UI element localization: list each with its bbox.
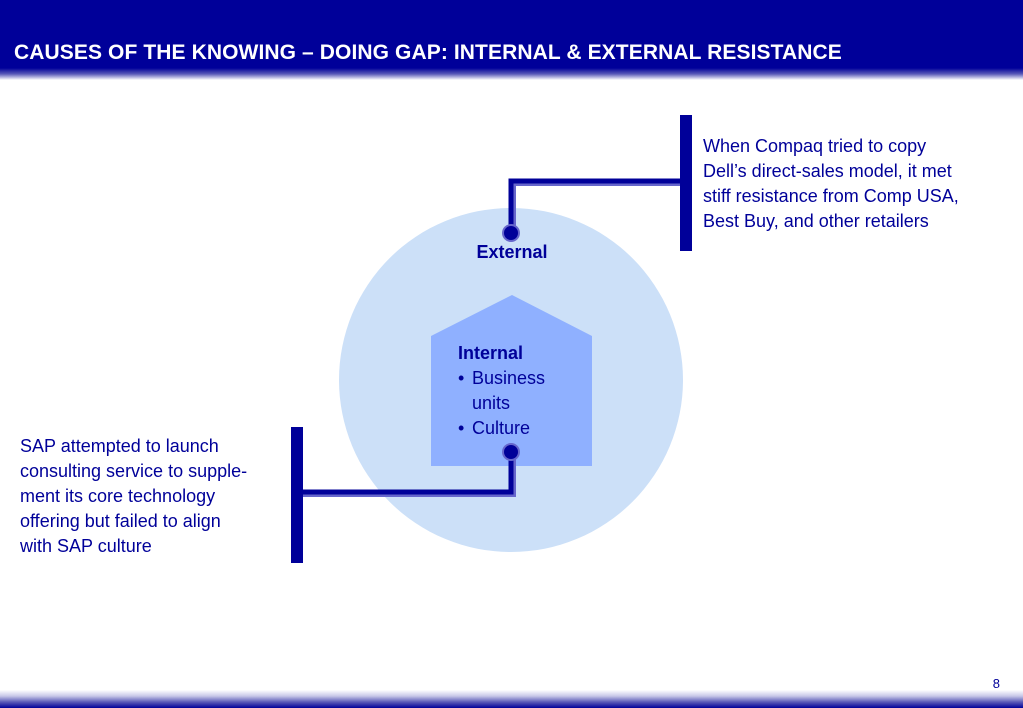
page-number: 8 (992, 676, 1000, 691)
external-connector (508, 178, 686, 233)
callout-line: consulting service to supple- (20, 461, 248, 481)
internal-item-business-units: • Business units (456, 366, 562, 416)
external-label: External (476, 242, 548, 262)
external-callout-bracket (680, 115, 692, 251)
callout-line: Best Buy, and other retailers (703, 211, 929, 231)
title-bar (0, 0, 1023, 80)
internal-items-list: • Business units • Culture (456, 366, 562, 441)
internal-callout-text: SAP attempted to launch consulting servi… (20, 434, 295, 559)
internal-label: Internal (458, 343, 524, 363)
internal-item-label: Business units (472, 368, 546, 413)
bullet-dot-icon: • (458, 418, 465, 438)
callout-line: SAP attempted to launch (20, 436, 219, 456)
internal-callout-bracket (291, 427, 303, 563)
internal-item-culture: • Culture (456, 416, 562, 441)
internal-item-label: Culture (472, 418, 531, 438)
callout-line: with SAP culture (20, 536, 152, 556)
footer-bar (0, 690, 1023, 708)
callout-line: stiff resistance from Comp USA, (703, 186, 959, 206)
callout-line: ment its core technology (20, 486, 216, 506)
internal-connector (298, 452, 514, 495)
internal-connector-dot (502, 443, 520, 461)
callout-line: offering but failed to align (20, 511, 221, 531)
bullet-dot-icon: • (458, 368, 465, 388)
callout-line: When Compaq tried to copy (703, 136, 927, 156)
callout-line: Dell’s direct-sales model, it met (703, 161, 952, 181)
internal-house (431, 295, 592, 466)
external-callout-text: When Compaq tried to copy Dell’s direct-… (703, 134, 1013, 234)
external-connector-dot (502, 224, 520, 242)
slide-title: CAUSES OF THE KNOWING – DOING GAP: INTER… (14, 41, 842, 64)
